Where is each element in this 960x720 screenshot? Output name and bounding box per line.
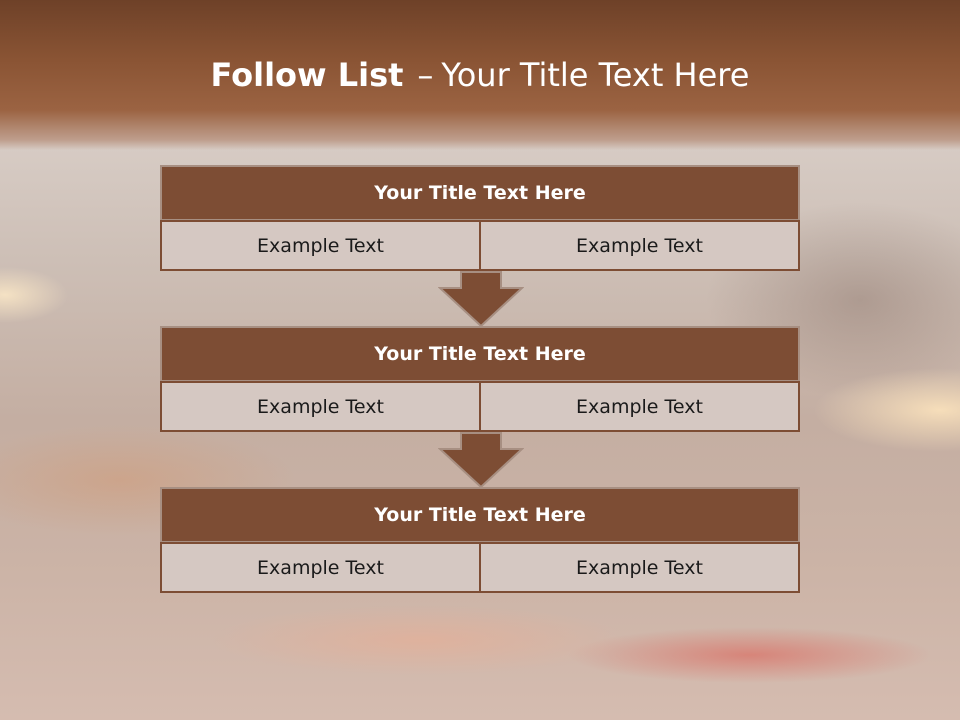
down-arrow-icon (438, 271, 524, 327)
down-arrow-icon (438, 432, 524, 488)
block-title: Your Title Text Here (160, 487, 800, 543)
block-cell-right: Example Text (479, 542, 800, 593)
list-block-1: Your Title Text Here Example Text Exampl… (160, 165, 800, 271)
list-block-2: Your Title Text Here Example Text Exampl… (160, 326, 800, 432)
block-row: Example Text Example Text (160, 542, 800, 593)
block-cell-left: Example Text (160, 542, 481, 593)
block-row: Example Text Example Text (160, 220, 800, 271)
block-title: Your Title Text Here (160, 326, 800, 382)
slide-title: Follow List–Your Title Text Here (0, 55, 960, 95)
title-bold: Follow List (210, 56, 404, 94)
block-cell-left: Example Text (160, 381, 481, 432)
list-block-3: Your Title Text Here Example Text Exampl… (160, 487, 800, 593)
header-band (0, 0, 960, 150)
block-cell-right: Example Text (479, 220, 800, 271)
title-rest: Your Title Text Here (441, 56, 750, 94)
block-row: Example Text Example Text (160, 381, 800, 432)
title-separator: – (417, 56, 434, 94)
block-cell-left: Example Text (160, 220, 481, 271)
block-cell-right: Example Text (479, 381, 800, 432)
block-title: Your Title Text Here (160, 165, 800, 221)
